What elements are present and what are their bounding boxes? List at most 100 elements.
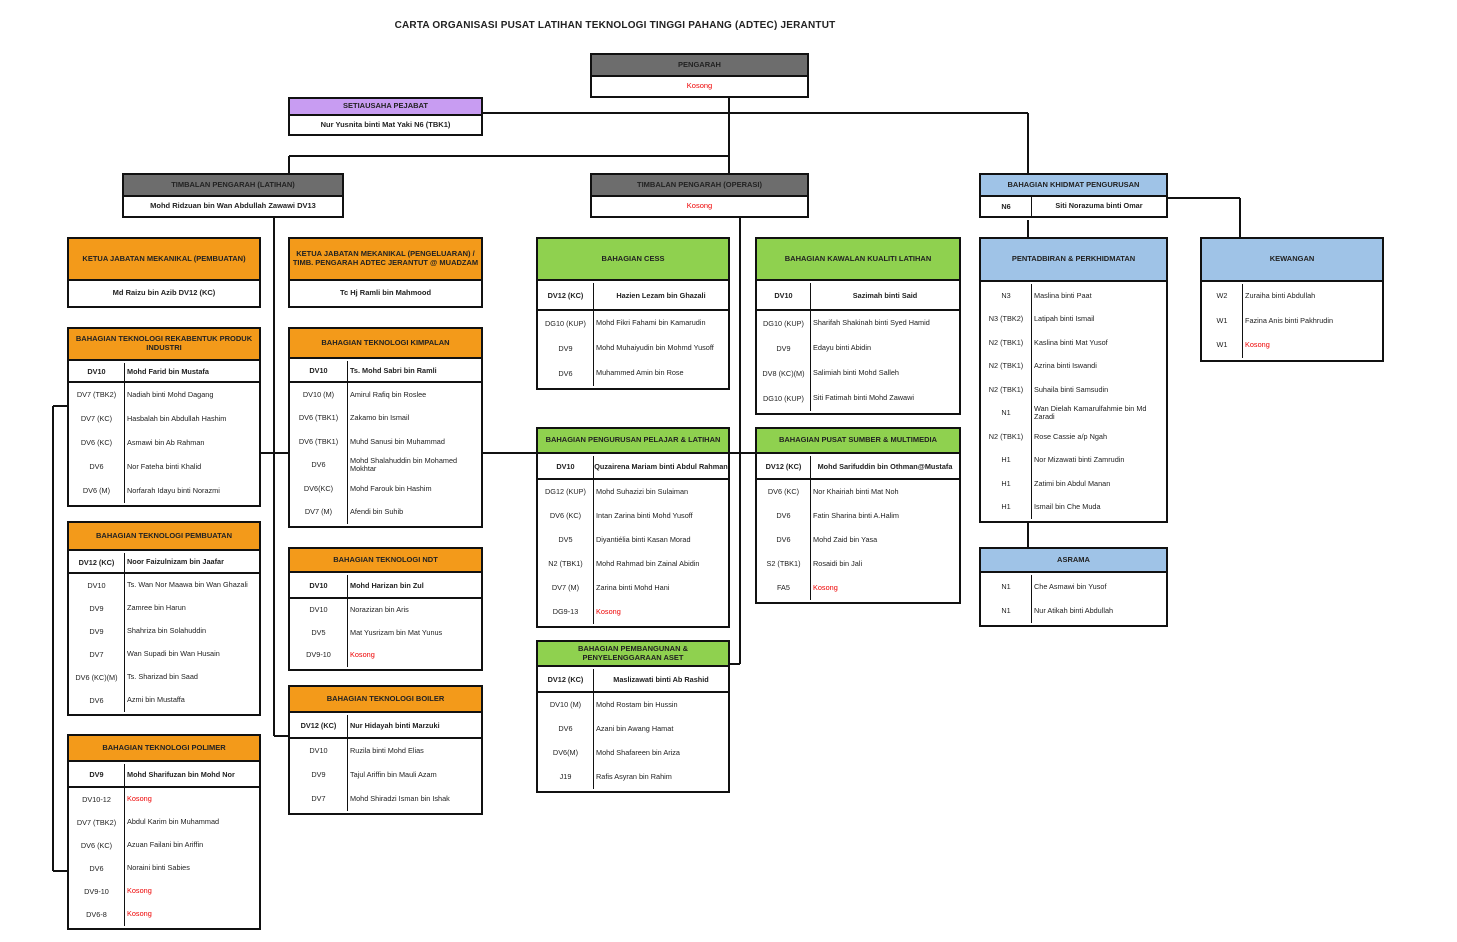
grade-cell: DV12 (KC) — [757, 456, 811, 478]
table-row: DV10 (M)Mohd Rostam bin Hussin — [538, 693, 728, 717]
name-cell: Muhammed Amin bin Rose — [596, 368, 684, 378]
name-cell: Mat Yusrizam bin Mat Yunus — [350, 627, 443, 637]
name-cell: Intan Zarina binti Mohd Yusoff — [596, 510, 693, 520]
grade-cell: DV8 (KC)(M) — [757, 361, 811, 386]
grade-cell: W1 — [1202, 333, 1243, 358]
name-cell: Zarina binti Mohd Hani — [596, 582, 670, 592]
table-row: N2 (TBK1)Suhaila binti Samsudin — [981, 378, 1166, 402]
grade-cell: DV6 — [290, 453, 348, 477]
name-cell: Abdul Karim bin Muhammad — [127, 817, 220, 827]
grade-cell: DV6(M) — [538, 741, 594, 765]
chart-title: CARTA ORGANISASI PUSAT LATIHAN TEKNOLOGI… — [394, 20, 836, 31]
grade-cell: DV6 — [69, 455, 125, 479]
khidmat-title: BAHAGIAN KHIDMAT PENGURUSAN — [981, 175, 1166, 197]
aset-head-row: DV12 (KC)Maslizawati binti Ab Rashid — [538, 669, 728, 693]
cess-head-row: DV12 (KC)Hazien Lezam bin Ghazali — [538, 283, 728, 311]
table-row: N2 (TBK1)Kaslina binti Mat Yusof — [981, 331, 1166, 355]
table-row: N3 (TBK2)Latipah binti Ismail — [981, 307, 1166, 331]
name-cell: Hasbalah bin Abdullah Hashim — [127, 413, 227, 423]
name-cell: Kosong — [813, 582, 838, 592]
name-cell: Quzairena Mariam binti Abdul Rahman — [594, 461, 728, 471]
name-cell: Mohd Farid bin Mustafa — [127, 366, 209, 376]
table-row: DV6(M)Mohd Shafareen bin Ariza — [538, 741, 728, 765]
name-cell: Ismail bin Che Muda — [1034, 502, 1101, 512]
name-cell: Shahriza bin Solahuddin — [127, 626, 207, 636]
table-row: DV6 (KC)Asmawi bin Ab Rahman — [69, 431, 259, 455]
table-row: DV6 (TBK1)Zakamo bin Ismail — [290, 406, 481, 430]
grade-cell: DV9-10 — [290, 644, 348, 667]
grade-cell: N1 — [981, 599, 1032, 623]
grade-cell: DV10 — [538, 456, 594, 478]
pembuatan-title: BAHAGIAN TEKNOLOGI PEMBUATAN — [69, 523, 259, 551]
grade-cell: DV9 — [757, 336, 811, 361]
grade-cell: S2 (TBK1) — [757, 552, 811, 576]
khidmat-name: Siti Norazuma binti Omar — [1055, 201, 1143, 211]
ketua-pengeluaran-name: Tc Hj Ramli bin Mahmood — [339, 288, 432, 298]
grade-cell: DV6 (KC) — [69, 834, 125, 857]
grade-cell: DV6 (M) — [69, 479, 125, 503]
grade-cell: DV6 — [69, 857, 125, 880]
name-cell: Edayu binti Abidin — [813, 343, 872, 353]
name-cell: Afendi bin Suhib — [350, 507, 404, 517]
name-cell: Noraini binti Sabies — [127, 863, 190, 873]
name-cell: Salimiah binti Mohd Salleh — [813, 368, 899, 378]
grade-cell: DV6 — [538, 717, 594, 741]
grade-cell: DV7 — [290, 787, 348, 811]
name-cell: Nor Mizawati binti Zamrudin — [1034, 455, 1125, 465]
grade-cell: DV10 — [757, 283, 811, 309]
name-cell: Azani bin Awang Hamat — [596, 723, 674, 733]
kualiti-title: BAHAGIAN KAWALAN KUALITI LATIHAN — [757, 239, 959, 281]
timbalan-latihan-name: Mohd Ridzuan bin Wan Abdullah Zawawi DV1… — [150, 201, 316, 211]
rekabentuk-title: BAHAGIAN TEKNOLOGI REKABENTUK PRODUK IND… — [69, 329, 259, 361]
name-cell: Noor Faizulnizam bin Jaafar — [127, 557, 224, 567]
table-row: DV6 (KC)(M)Ts. Sharizad bin Saad — [69, 666, 259, 689]
grade-cell: DV12 (KC) — [69, 553, 125, 572]
grade-cell: DV5 — [290, 621, 348, 644]
table-row: DV7 (M)Zarina binti Mohd Hani — [538, 576, 728, 600]
pentadbiran-title: PENTADBIRAN & PERKHIDMATAN — [981, 239, 1166, 282]
timbalan-latihan-title: TIMBALAN PENGARAH (LATIHAN) — [124, 175, 342, 197]
name-cell: Azmi bin Mustaffa — [127, 695, 185, 705]
grade-cell: DV12 (KC) — [290, 715, 348, 737]
grade-cell: H1 — [981, 495, 1032, 519]
table-row: DV7 (TBK2)Nadiah binti Mohd Dagang — [69, 383, 259, 407]
ketua-pengeluaran-box: KETUA JABATAN MEKANIKAL (PENGELUARAN) / … — [288, 237, 483, 308]
grade-cell: DV6-8 — [69, 903, 125, 926]
table-row: DG10 (KUP)Siti Fatimah binti Mohd Zawawi — [757, 386, 959, 411]
name-cell: Wan Supadi bin Wan Husain — [127, 649, 220, 659]
table-row: DV6 (KC)Intan Zarina binti Mohd Yusoff — [538, 504, 728, 528]
grade-cell: DV6 — [757, 528, 811, 552]
grade-cell: DV10 — [69, 574, 125, 597]
grade-cell: DV10 — [69, 363, 125, 381]
grade-cell: DV9 — [69, 764, 125, 786]
name-cell: Mohd Rahmad bin Zainal Abidin — [596, 558, 700, 568]
kewangan-title: KEWANGAN — [1202, 239, 1382, 282]
grade-cell: DV6 (TBK1) — [290, 430, 348, 454]
name-cell: Rosaidi bin Jali — [813, 558, 863, 568]
grade-cell: DV10 (M) — [290, 383, 348, 407]
grade-cell: N1 — [981, 575, 1032, 599]
grade-cell: DV6 (KC) — [69, 431, 125, 455]
name-cell: Wan Dielah Kamarulfahmie bin Md Zaradi — [1034, 404, 1147, 422]
